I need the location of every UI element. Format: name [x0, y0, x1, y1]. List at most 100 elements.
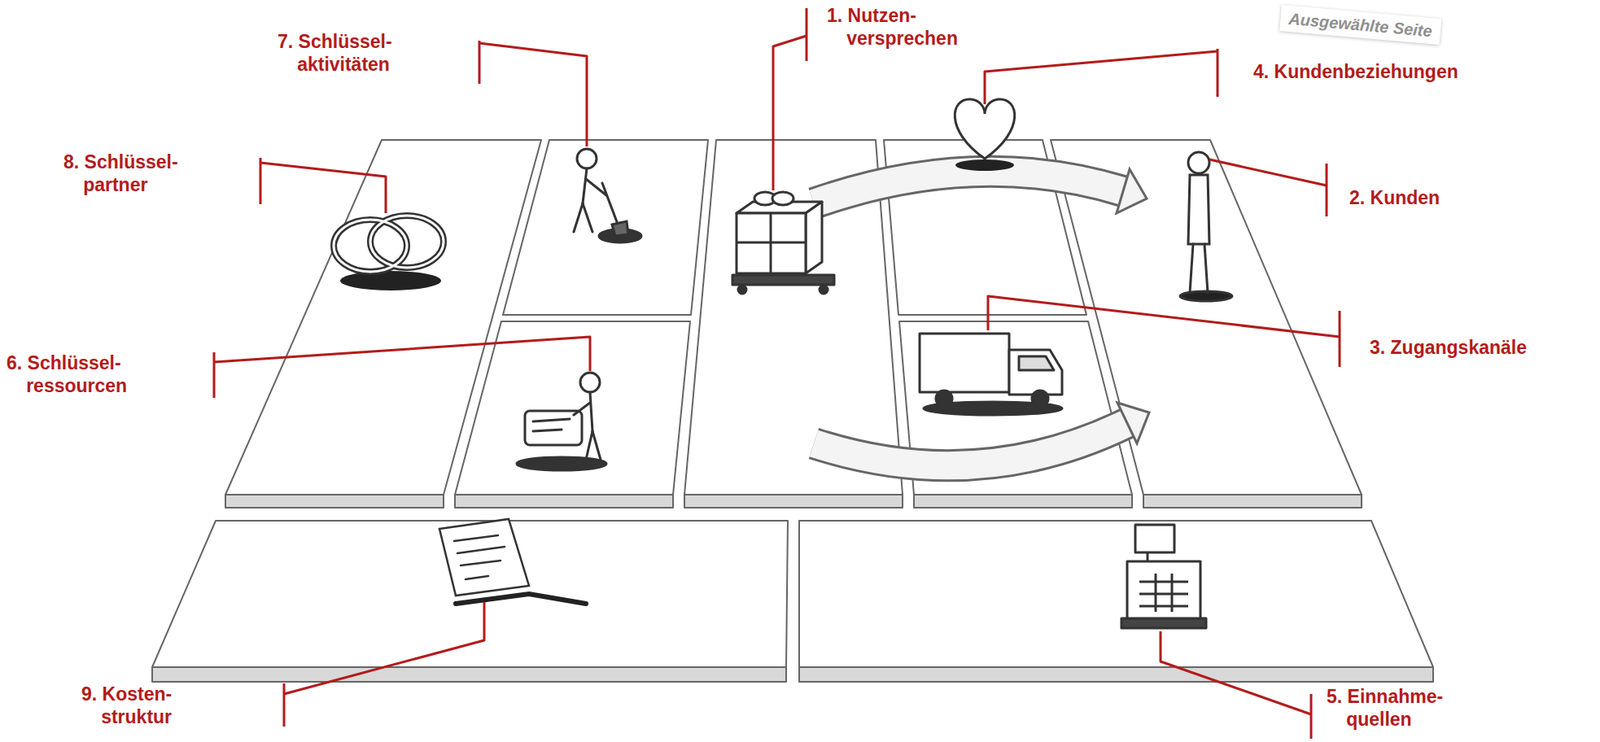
truck-icon — [919, 333, 1010, 393]
leader-lines — [1310, 694, 1313, 739]
label-anchor: 5. Einnahme- quellen — [1326, 686, 1465, 731]
gift-icon — [772, 192, 794, 206]
truck-icon — [1018, 356, 1054, 371]
customer-icon — [1180, 291, 1233, 302]
gift-icon — [732, 275, 835, 285]
leader-lines — [213, 352, 216, 398]
label-anchor: 2. Kunden — [1349, 187, 1440, 210]
leader-lines — [479, 43, 587, 147]
register-icon — [1139, 581, 1189, 584]
leader-lines — [1160, 631, 1312, 715]
leader-lines — [987, 296, 1340, 337]
truck-icon — [919, 333, 1063, 416]
truck-icon — [1009, 349, 1063, 395]
heart-icon — [955, 159, 1015, 171]
gift-icon — [805, 201, 822, 274]
digging-person-icon — [582, 203, 593, 232]
canvas-tiles — [684, 494, 903, 508]
gift-icon — [819, 285, 828, 294]
flow-arrows — [813, 169, 1150, 466]
flow-arrows — [1116, 169, 1147, 214]
customer-icon — [1180, 152, 1233, 302]
leader-lines — [214, 336, 591, 372]
leader-lines — [805, 8, 809, 62]
resource-person-icon — [533, 419, 570, 422]
document-icon — [439, 519, 529, 596]
digging-person-icon — [602, 183, 619, 227]
label-anchor: 7. Schlüssel- aktivitäten — [277, 30, 425, 76]
canvas-tiles — [913, 494, 1133, 508]
register-icon — [1121, 618, 1207, 629]
register-icon — [1127, 561, 1201, 619]
watermark: Ausgewählte Seite — [1279, 4, 1442, 45]
rings-icon — [333, 215, 444, 291]
canvas-tiles — [152, 667, 787, 682]
digging-person-icon — [577, 148, 597, 169]
callout-label: 2. Kunden — [1349, 187, 1440, 210]
label-anchor: 8. Schlüssel- partner — [63, 151, 210, 197]
callout-label: 3. Zugangskanäle — [1369, 336, 1527, 360]
register-icon — [1121, 524, 1207, 629]
rings-icon — [340, 271, 442, 291]
leader-lines — [478, 40, 481, 84]
flow-arrows — [813, 171, 1124, 204]
label-anchor: 9. Kosten- struktur — [81, 683, 204, 729]
leader-lines — [1216, 48, 1220, 97]
leader-lines — [283, 683, 286, 727]
label-anchor: 3. Zugangskanäle — [1369, 336, 1527, 360]
gift-icon — [736, 241, 806, 245]
flow-arrows — [1117, 402, 1150, 444]
customer-icon — [1188, 152, 1210, 174]
callout-label: 8. Schlüssel- partner — [63, 151, 210, 197]
flow-arrows — [813, 423, 1128, 466]
customer-icon — [1189, 244, 1194, 293]
callout-label: 1. Nutzen- versprechen — [826, 4, 966, 50]
resource-person-icon — [573, 402, 591, 416]
document-icon — [465, 576, 489, 580]
gift-icon — [738, 285, 747, 294]
label-anchor: 1. Nutzen- versprechen — [826, 4, 966, 50]
canvas-tiles — [454, 494, 674, 508]
resource-person-icon — [580, 372, 600, 393]
register-icon — [1139, 593, 1189, 596]
label-anchor: 6. Schlüssel- ressourcen — [6, 352, 154, 398]
leader-lines — [1338, 310, 1342, 368]
register-icon — [1154, 573, 1158, 613]
truck-icon — [1031, 390, 1049, 407]
leader-lines — [260, 162, 386, 214]
register-icon — [1135, 524, 1175, 553]
leader-lines — [1325, 163, 1329, 217]
canvas-tiles — [152, 139, 1434, 682]
document-icon — [457, 546, 505, 554]
heart-icon — [954, 99, 1015, 171]
document-icon — [454, 535, 499, 542]
leader-lines — [284, 602, 485, 695]
truck-icon — [935, 390, 953, 407]
rings-icon — [370, 215, 444, 268]
flow-arrows — [813, 171, 1124, 204]
heart-icon — [954, 99, 1015, 159]
resource-person-icon — [516, 457, 607, 471]
callout-label: 4. Kundenbeziehungen — [1253, 61, 1459, 84]
canvas-tiles — [502, 139, 709, 315]
digging-person-icon — [573, 148, 642, 243]
resource-person-icon — [590, 392, 593, 432]
leader-lines — [773, 35, 807, 191]
canvas-tiles — [799, 667, 1434, 682]
canvas-tiles — [225, 494, 444, 508]
canvas-tiles — [1143, 494, 1362, 508]
document-icon — [439, 519, 586, 604]
digging-person-icon — [612, 221, 629, 237]
leader-lines — [259, 157, 263, 205]
resource-person-icon — [533, 429, 562, 432]
digging-person-icon — [582, 168, 587, 204]
gift-icon — [732, 192, 835, 294]
resource-person-icon — [592, 431, 601, 460]
resource-person-icon — [516, 372, 607, 471]
callout-label: 6. Schlüssel- ressourcen — [6, 352, 154, 398]
canvas-tiles — [799, 520, 1434, 668]
customer-icon — [1204, 244, 1208, 293]
callout-label: 9. Kosten- struktur — [81, 683, 204, 729]
register-icon — [1171, 573, 1174, 613]
document-icon — [460, 560, 501, 566]
